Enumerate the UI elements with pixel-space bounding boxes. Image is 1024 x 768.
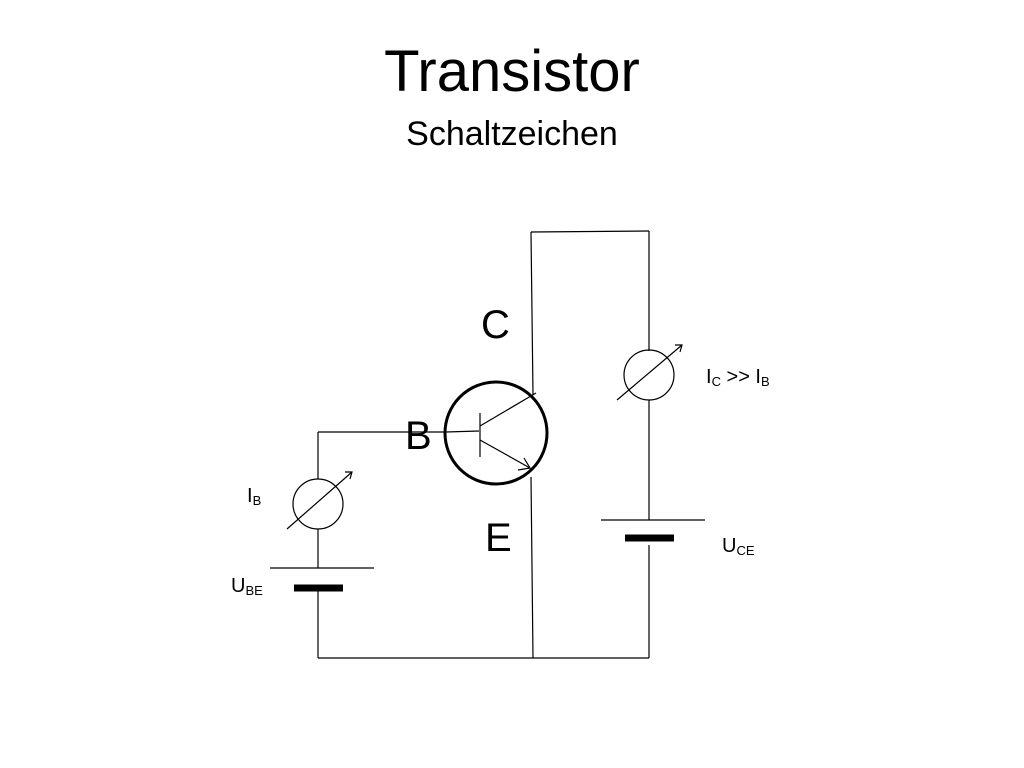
collector-label: C <box>481 303 510 347</box>
base-voltage-subscript: BE <box>245 583 263 598</box>
collector-current-label: IC >> IB <box>706 365 770 394</box>
base-meter-needle <box>286 471 353 530</box>
emitter-arrow <box>517 457 531 471</box>
transistor-symbol <box>443 380 549 486</box>
base-current-meter <box>292 478 344 530</box>
collector-meter-arrow <box>675 344 683 353</box>
collector-current-meter <box>623 349 675 401</box>
collector-voltage-label: UCE <box>722 534 755 563</box>
base-current-subscript: B <box>252 493 262 508</box>
slide-title: Transistor <box>384 39 640 104</box>
collector-voltage-subscript: CE <box>736 543 755 558</box>
base-label: B <box>405 414 432 458</box>
emitter-label: E <box>485 516 512 560</box>
collector-current-subscript: C <box>711 374 721 389</box>
base-voltage-label: UBE <box>231 574 263 603</box>
wire-top <box>530 230 650 233</box>
wire-collector <box>530 231 534 396</box>
collector-meter-needle <box>616 344 683 401</box>
collector-lead-inner <box>479 392 537 427</box>
emitter-lead-inner <box>479 439 531 469</box>
base-current-symbol: I <box>247 485 253 507</box>
collector-current-symbol: I <box>706 366 712 388</box>
base-lead-inner <box>445 430 480 433</box>
base-current-label: IB <box>247 484 261 513</box>
collector-current-relation-subscript: B <box>760 374 770 389</box>
slide-subtitle: Schaltzeichen <box>406 115 618 153</box>
collector-voltage-symbol: U <box>722 535 737 557</box>
base-meter-arrow <box>345 471 353 480</box>
collector-current-relation: >> I <box>720 366 761 388</box>
wire-emitter <box>530 476 534 659</box>
base-voltage-symbol: U <box>231 575 246 597</box>
